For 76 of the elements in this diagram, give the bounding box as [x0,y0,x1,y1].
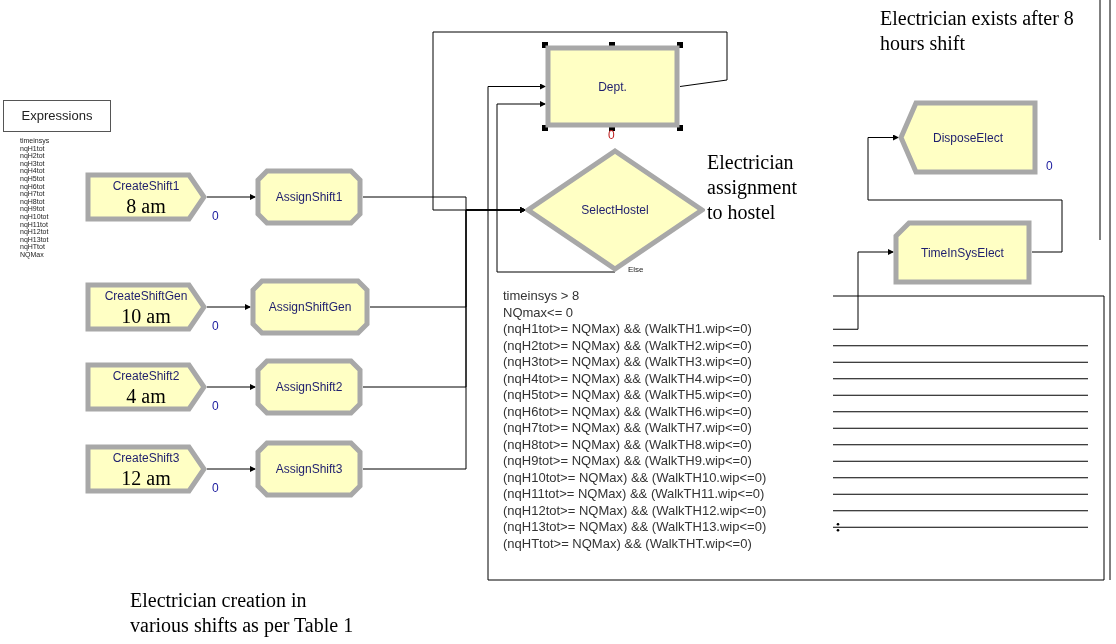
counter-value: 0 [1046,160,1053,172]
module-name: DisposeElect [933,129,1003,147]
condition-text: timeinsys > 8 [503,288,581,305]
connector [432,31,728,213]
module-name: Dept. [598,78,627,96]
condition-text: (nqH10tot>= NQMax) && (WalkTH10.wip<=0) [503,469,768,486]
counter-value: 0 [212,400,219,412]
assign-module [255,440,363,498]
condition-text: (nqH8tot>= NQMax) && (WalkTH8.wip<=0) [503,436,753,453]
module-name: SelectHostel [581,202,649,219]
expressions-box [3,100,111,132]
shift-time: 10 am [121,305,171,327]
connector [487,83,1105,581]
condition-text: (nqH1tot>= NQMax) && (WalkTH1.wip<=0) [503,321,753,338]
shift-time: 12 am [121,467,171,489]
module-name: AssignShiftGen [268,299,352,316]
record-module [893,220,1032,285]
condition-text: (nqH7tot>= NQMax) && (WalkTH7.wip<=0) [503,420,753,437]
connector [496,101,616,273]
create-module [85,282,207,332]
condition-text: (nqH9tot>= NQMax) && (WalkTH9.wip<=0) [503,453,753,470]
module-name: TimeInSysElect [921,244,1004,262]
create-module [85,444,207,494]
module-name: AssignShift1 [275,189,343,206]
connector [832,427,1089,429]
branch-label: Else [628,266,644,274]
shift-time: 4 am [126,385,166,407]
condition-text: (nqH5tot>= NQMax) && (WalkTH5.wip<=0) [503,387,753,404]
module-name: CreateShiftGen [104,288,188,305]
annotation-text: Electrician assignment to hostel [707,150,798,225]
counter-value: 0 [212,320,219,332]
condition-text: (nqHTtot>= NQMax) && (WalkTHT.wip<=0) [503,535,753,552]
connector [832,510,1089,512]
connector [832,493,1089,495]
connector [206,384,256,390]
condition-text: (nqH6tot>= NQMax) && (WalkTH6.wip<=0) [503,403,753,420]
create-module [85,172,207,222]
connector [832,526,1089,528]
module-name: CreateShift3 [112,450,180,467]
annotation-text: Electrician creation in various shifts as per Table 1 [130,588,355,638]
connector [832,361,1089,363]
module-name: AssignShift3 [275,461,343,478]
connector [832,345,1089,347]
connector [832,378,1089,380]
connector [206,304,251,310]
connector [832,394,1089,396]
module-name: AssignShift2 [275,379,343,396]
decision-diamond [525,148,705,272]
module-name: CreateShift1 [112,178,180,195]
annotation-text: Electrician exists after 8 hours shift [880,6,1075,56]
condition-text: (nqH2tot>= NQMax) && (WalkTH2.wip<=0) [503,337,753,354]
create-module [85,362,207,412]
connector [832,411,1089,413]
connector [832,460,1089,462]
assign-module [255,358,363,416]
counter-value: 0 [212,210,219,222]
condition-text: (nqH12tot>= NQMax) && (WalkTH12.wip<=0) [503,502,768,519]
connector [867,134,1063,253]
condition-text: (nqH11tot>= NQMax) && (WalkTH11.wip<=0) [503,486,766,503]
module-name: Expressions [21,107,93,126]
connector [206,194,256,200]
connector [832,249,894,330]
counter-value: 0 [608,129,615,141]
assign-module [250,278,370,336]
shift-time: 8 am [126,195,166,217]
condition-text: (nqH4tot>= NQMax) && (WalkTH4.wip<=0) [503,370,753,387]
module-name: CreateShift2 [112,368,180,385]
condition-text: (nqH3tot>= NQMax) && (WalkTH3.wip<=0) [503,354,753,371]
condition-text: NQmax<= 0 [503,304,575,321]
connector [832,477,1089,479]
condition-text: (nqH13tot>= NQMax) && (WalkTH13.wip<=0) [503,519,768,536]
counter-value: 0 [212,482,219,494]
dispose-module [898,100,1038,175]
connector [206,466,256,472]
connector [832,444,1089,446]
assign-module [255,168,363,226]
